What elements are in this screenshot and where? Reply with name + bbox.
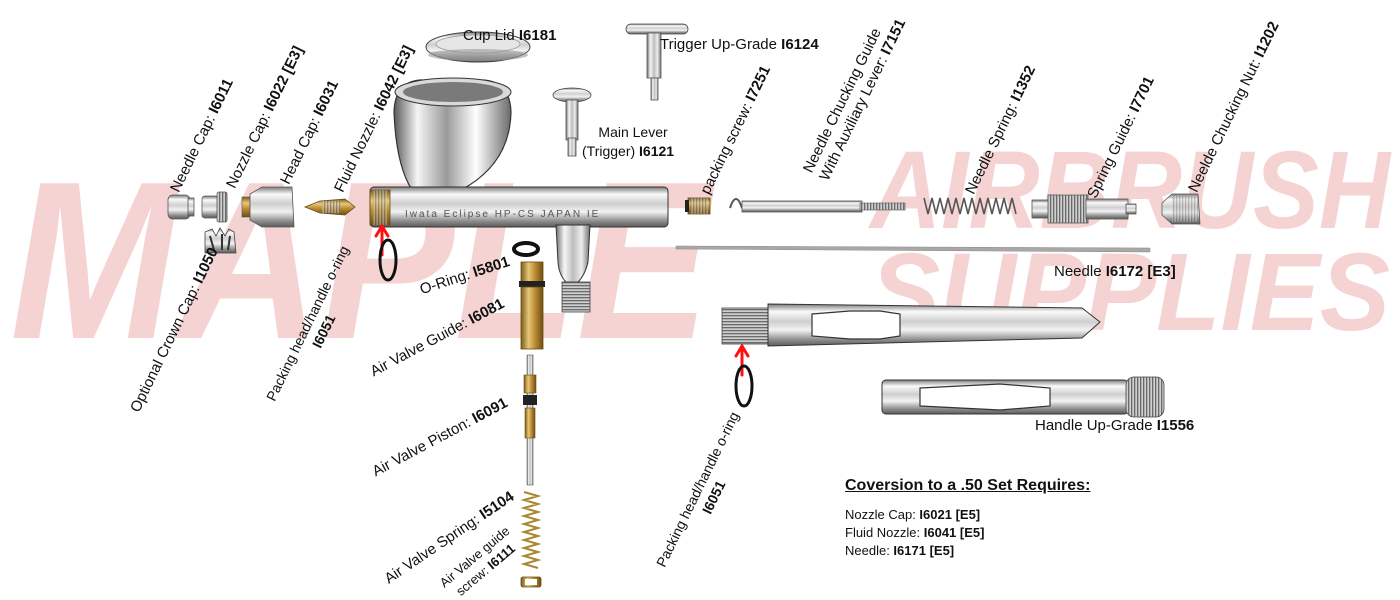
air-valve-spring-part: [520, 491, 542, 569]
conversion-item-fluid-nozzle-name: Fluid Nozzle:: [845, 525, 924, 540]
conversion-item-needle: Needle: I6171 [E5]: [845, 543, 954, 558]
handle-part: [721, 303, 1101, 347]
label-needle-name: Needle: [1054, 263, 1106, 280]
o-ring-left: [378, 238, 398, 282]
label-cup-lid-name: Cup Lid: [463, 27, 519, 44]
head-cap-part: [241, 186, 295, 228]
label-main-lever-code: I6121: [639, 143, 675, 159]
needle-chucking-guide-part: [729, 198, 906, 213]
needle-spring-part: [923, 197, 1017, 215]
packing-screw-part: [685, 197, 711, 215]
handle-upgrade-part: [881, 376, 1165, 418]
crown-cap-part: [204, 227, 237, 254]
label-trigger-upgrade: Trigger Up-Grade I6124: [660, 37, 819, 52]
label-handle-upgrade-name: Handle Up-Grade: [1035, 417, 1157, 434]
label-cup-lid-code: I6181: [518, 27, 557, 44]
label-needle-code: I6172 [E3]: [1105, 263, 1176, 280]
label-cup-lid: Cup Lid I6181: [463, 28, 556, 43]
conversion-item-nozzle-cap: Nozzle Cap: I6021 [E5]: [845, 507, 980, 522]
conversion-item-fluid-nozzle-code: I6041 [E5]: [923, 525, 985, 540]
conversion-item-fluid-nozzle: Fluid Nozzle: I6041 [E5]: [845, 525, 984, 540]
label-handle-upgrade-code: I1556: [1156, 417, 1195, 434]
cup-lid-part: [425, 31, 531, 63]
watermark: MAPLE AIRBRUSH SUPPLIES: [10, 129, 1392, 386]
label-main-lever-line2-wrap: (Trigger) I6121: [582, 142, 674, 161]
spring-guide-part: [1031, 194, 1137, 224]
label-handle-upgrade: Handle Up-Grade I1556: [1035, 418, 1194, 433]
fluid-nozzle-part: [303, 198, 356, 216]
label-main-lever-line2: (Trigger): [582, 143, 640, 159]
o-ring-right: [734, 364, 754, 408]
label-trigger-upgrade-name: Trigger Up-Grade: [660, 36, 782, 53]
conversion-item-needle-code: I6171 [E5]: [893, 543, 955, 558]
air-valve-piston-part: [523, 354, 537, 486]
conversion-item-needle-name: Needle:: [845, 543, 894, 558]
conversion-item-nozzle-cap-code: I6021 [E5]: [919, 507, 981, 522]
body-engraving: Iwata Eclipse HP-CS JAPAN IE: [405, 209, 600, 220]
conversion-title: Coversion to a .50 Set Requires:: [845, 477, 1091, 494]
conversion-item-nozzle-cap-name: Nozzle Cap:: [845, 507, 920, 522]
air-valve-guide-part: [519, 261, 545, 350]
needle-part: [675, 245, 1151, 253]
main-lever-part: [552, 87, 592, 157]
label-trigger-upgrade-code: I6124: [781, 36, 819, 53]
trigger-upgrade-part: [625, 23, 689, 101]
label-main-lever-line1: Main Lever: [598, 124, 668, 140]
needle-cap-part: [167, 194, 195, 220]
needle-chucking-nut-part: [1161, 193, 1201, 225]
label-needle: Needle I6172 [E3]: [1054, 264, 1176, 279]
red-arrow-right: [734, 343, 750, 377]
watermark-line2: AIRBRUSH: [867, 129, 1392, 252]
watermark-line1: MAPLE: [10, 134, 715, 386]
airbrush-body: Iwata Eclipse HP-CS JAPAN IE: [369, 77, 669, 313]
o-ring-part: [512, 241, 540, 257]
nozzle-cap-part: [201, 191, 228, 223]
label-main-lever: Main Lever (Trigger) I6121: [582, 123, 674, 161]
air-valve-guide-screw-part: [520, 576, 542, 588]
